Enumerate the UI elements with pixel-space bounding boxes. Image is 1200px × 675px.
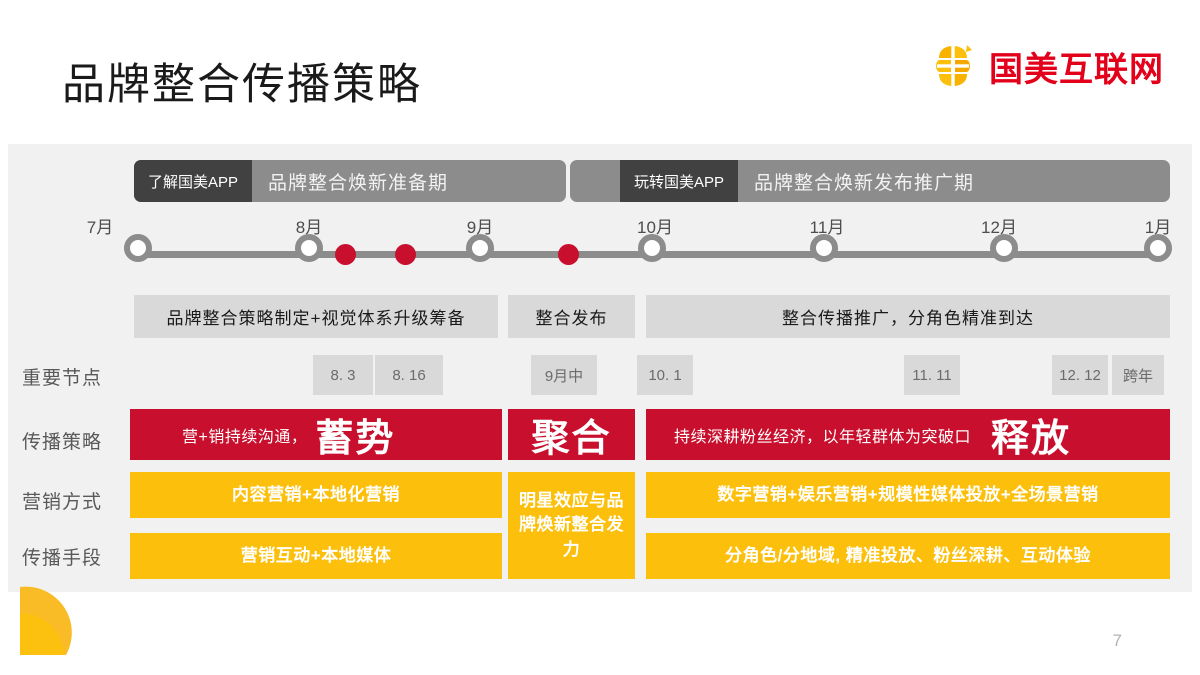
timeline-event-dot[interactable]: [395, 244, 416, 265]
phase-name-label: 品牌整合焕新准备期: [268, 172, 449, 194]
strategy-keyword: 聚合: [531, 418, 612, 460]
phase-bar-launch: 玩转国美APP 品牌整合焕新发布推广期: [570, 160, 1170, 202]
strategy-keyword: 蓄势: [315, 418, 396, 460]
strategy-subtext: 持续深耕粉丝经济，以年轻群体为突破口: [674, 428, 972, 446]
timeline-node-month-6[interactable]: [990, 234, 1018, 262]
marketing-cell-promote: 数字营销+娱乐营销+规模性媒体投放+全场景营销: [646, 472, 1170, 518]
milestone-badge: 10. 1: [637, 355, 693, 395]
timeline-label-month-3: 9月: [466, 218, 494, 237]
strategy-cell-promote: 持续深耕粉丝经济，以年轻群体为突破口 释放: [646, 409, 1170, 460]
timeline-label-month-2: 8月: [295, 218, 323, 237]
row-label-strategy: 传播策略: [22, 432, 103, 453]
timeline-node-month-3[interactable]: [466, 234, 494, 262]
stage-box-promote: 整合传播推广，分角色精准到达: [646, 295, 1170, 338]
page-title: 品牌整合传播策略: [62, 61, 422, 109]
timeline-node-month-7[interactable]: [1144, 234, 1172, 262]
timeline-label-month-7: 1月: [1144, 218, 1172, 237]
milestone-badge: 11. 11: [904, 355, 960, 395]
timeline-event-dot[interactable]: [335, 244, 356, 265]
row-label-marketing: 营销方式: [22, 492, 103, 513]
timeline-label-month-1: 7月: [86, 218, 114, 237]
milestone-badge: 8. 16: [375, 355, 443, 395]
phase-tag-label: 了解国美APP: [134, 160, 253, 202]
page-number: 7: [1112, 631, 1122, 650]
row-label-channel: 传播手段: [22, 548, 103, 569]
strategy-cell-prepare: 营+销持续沟通， 蓄势: [130, 409, 502, 460]
brand-logo: 国美互联网: [927, 40, 1164, 92]
timeline-event-dot[interactable]: [558, 244, 579, 265]
milestone-badge: 9月中: [531, 355, 597, 395]
phase-name-label: 品牌整合焕新发布推广期: [754, 172, 975, 194]
timeline-node-month-1[interactable]: [124, 234, 152, 262]
stage-box-launch: 整合发布: [508, 295, 635, 338]
phase-bar-prepare: 了解国美APP 品牌整合焕新准备期: [134, 160, 566, 202]
marketing-cell-launch-merged: 明星效应与品牌焕新整合发力: [508, 472, 635, 579]
marketing-cell-prepare: 内容营销+本地化营销: [130, 472, 502, 518]
milestone-badge: 12. 12: [1052, 355, 1108, 395]
strategy-keyword: 释放: [991, 418, 1072, 460]
gome-flower-icon: [927, 40, 979, 92]
timeline-label-month-5: 11月: [809, 218, 845, 237]
strategy-subtext: 营+销持续沟通，: [182, 428, 308, 446]
stage-box-prepare: 品牌整合策略制定+视觉体系升级筹备: [134, 295, 498, 338]
timeline-node-month-4[interactable]: [638, 234, 666, 262]
channel-cell-prepare: 营销互动+本地媒体: [130, 533, 502, 579]
row-label-milestones: 重要节点: [22, 368, 103, 389]
timeline-label-month-4: 10月: [637, 218, 673, 237]
corner-decoration-icon: [18, 585, 96, 657]
timeline-node-month-5[interactable]: [810, 234, 838, 262]
timeline-node-month-2[interactable]: [295, 234, 323, 262]
logo-text: 国美互联网: [989, 50, 1164, 89]
channel-cell-promote: 分角色/分地域, 精准投放、粉丝深耕、互动体验: [646, 533, 1170, 579]
timeline-label-month-6: 12月: [981, 218, 1017, 237]
milestone-badge: 8. 3: [313, 355, 373, 395]
phase-tag-label: 玩转国美APP: [620, 160, 739, 202]
strategy-cell-launch: 聚合: [508, 409, 635, 460]
milestone-badge: 跨年: [1112, 355, 1164, 395]
